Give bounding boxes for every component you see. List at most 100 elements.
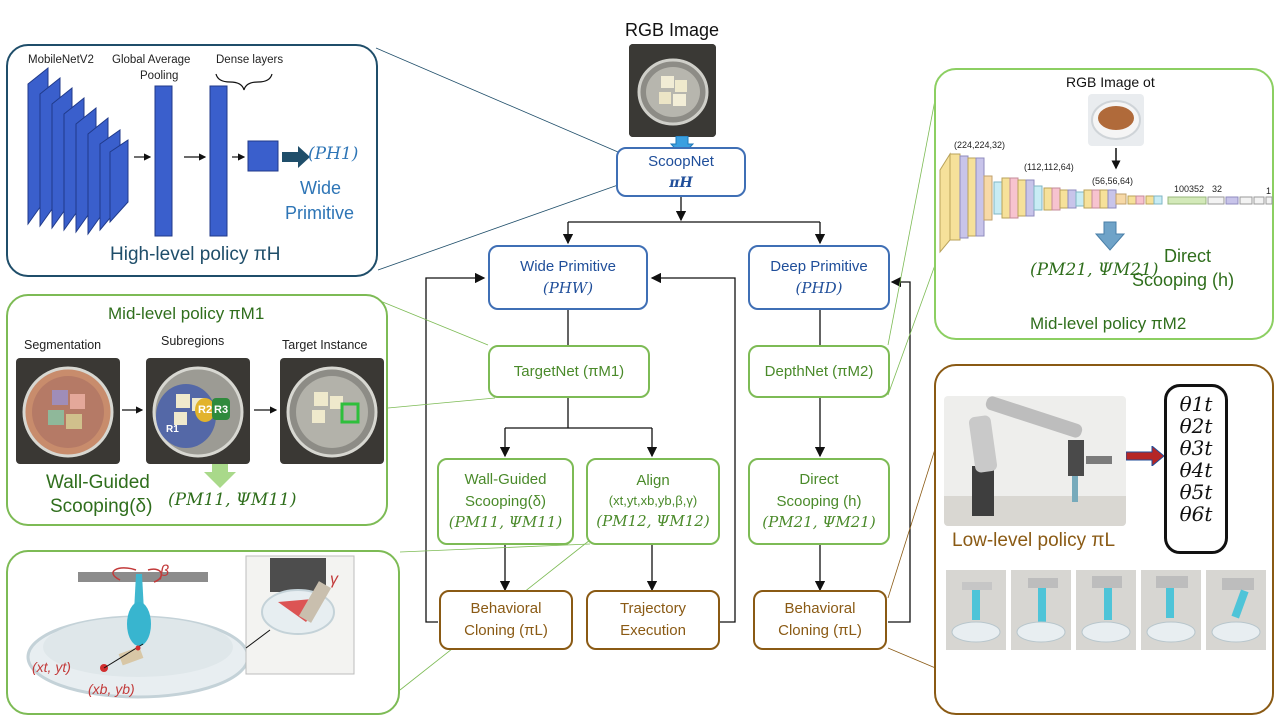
dim-3: (56,56,64) [1092,176,1134,186]
m2-output-symbol: (PM21, ΨM21) [1030,260,1159,280]
high-level-architecture [27,66,310,237]
theta-5: θ5t [1179,480,1213,504]
behavioral-cloning-node-1: Behavioral Cloning (πL) [439,590,573,650]
bc1-line1: Behavioral [470,600,542,618]
high-output-symbol: (PH1) [308,144,359,164]
direct-scooping-line1: Direct [799,470,839,488]
r3-text: R3 [214,404,228,416]
traj-line1: Trajectory [619,600,687,618]
robot-arm-photo [944,396,1126,526]
theta-2: θ2t [1179,414,1213,438]
traj-line2: Execution [620,622,686,639]
rgb-ot-photo [1088,94,1144,146]
robot-sequence [946,570,1268,652]
theta-3: θ3t [1179,436,1213,460]
depthnet-label: DepthNet (πM2) [764,362,874,380]
align-output: (PM12, ΨM12) [596,511,710,530]
high-wide-label-1: Wide [300,178,342,198]
scoopnet-pi: πH [669,174,693,191]
m2-title: Mid-level policy πM2 [1030,314,1187,333]
sub-label: Subregions [161,334,225,348]
xt-label: (xt, yt) [32,659,71,675]
m2-direct-label-1: Direct [1164,246,1212,266]
depthnet-node: DepthNet (πM2) [748,345,890,398]
bc1-line2: Cloning (πL) [464,622,548,639]
dense-label: Dense layers [216,54,284,66]
high-level-policy-panel: MobileNetV2 Global Average Pooling Dense… [6,44,378,277]
wall-guided-output: (PM11, ΨM11) [448,513,563,532]
high-wide-label-2: Primitive [285,203,355,223]
mobilenet-label: MobileNetV2 [28,54,94,66]
direct-scooping-output: (PM21, ΨM21) [762,513,876,532]
align-scene: β (xt, yt) (xb, yb) γ [26,555,355,699]
align-illustration-panel: β (xt, yt) (xb, yb) γ [6,550,400,715]
rgb-image-title: RGB Image [624,20,720,40]
trajectory-execution-node: Trajectory Execution [586,590,720,650]
m1-wall-label-1: Wall-Guided [46,472,150,493]
segmentation-photo [16,358,120,464]
seq-frame-3 [1076,570,1136,650]
mid-level-m1-panel: Mid-level policy πM1 Segmentation Subreg… [6,294,388,526]
bc2-line2: Cloning (πL) [778,622,862,639]
gamma-label: γ [330,571,339,588]
behavioral-cloning-node-2: Behavioral Cloning (πL) [753,590,887,650]
deep-primitive-label: Deep Primitive [770,257,868,275]
xb-label: (xb, yb) [88,681,135,697]
dim-1: (224,224,32) [954,140,1006,150]
theta-1: θ1t [1179,392,1213,416]
r2-text: R2 [198,404,212,416]
scoopnet-label: ScoopNet [648,152,714,170]
m1-title: Mid-level policy πM1 [108,304,265,323]
high-level-title: High-level policy πH [110,244,281,265]
wide-primitive-node: Wide Primitive (PHW) [488,245,648,310]
scoopnet-node: ScoopNet πH [616,147,746,197]
dim-4: 100352 [1174,184,1205,194]
target-instance-photo [280,358,384,464]
dim-6: 1 [1266,186,1272,196]
dim-2: (112,112,64) [1024,162,1074,172]
target-instance-label: Target Instance [282,338,368,352]
seq-frame-1 [946,570,1006,650]
r1-text: R1 [166,424,179,435]
wall-guided-line1: Wall-Guided [464,470,547,488]
m1-output-symbol: (PM11, ΨM11) [168,490,297,510]
direct-scooping-line2: Scooping (h) [776,492,862,510]
cnn-architecture [939,148,1273,254]
rgb-image-photo [629,44,716,137]
m1-wall-label-2: Scooping(δ) [50,496,153,517]
deep-primitive-symbol: (PHD) [795,278,843,297]
gap-label-1: Global Average [112,54,191,66]
gap-label-2: Pooling [140,70,179,82]
theta-4: θ4t [1179,458,1213,482]
bc2-line1: Behavioral [784,600,856,618]
direct-scooping-node: Direct Scooping (h) (PM21, ΨM21) [748,458,890,545]
low-level-title: Low-level policy πL [952,530,1116,551]
align-params: (xt,yt,xb,yb,β,γ) [608,493,698,509]
targetnet-node: TargetNet (πM1) [488,345,650,398]
wide-primitive-label: Wide Primitive [520,257,616,275]
wall-guided-node: Wall-Guided Scooping(δ) (PM11, ΨM11) [437,458,574,545]
dim-5: 32 [1212,184,1223,194]
wall-guided-line2: Scooping(δ) [465,492,546,510]
mid-level-m2-panel: RGB Image ot (224,224,32) (112,112,64) (… [934,68,1274,340]
seq-frame-4 [1141,570,1201,650]
m2-direct-label-2: Scooping (h) [1132,270,1235,290]
seq-frame-5 [1206,570,1266,650]
theta-6: θ6t [1179,502,1213,526]
targetnet-label: TargetNet (πM1) [513,362,625,380]
rgb-ot-label: RGB Image ot [1066,74,1155,90]
beta-label: β [159,563,169,580]
subregions-photo: R1 R2 R3 [146,358,250,464]
wide-primitive-symbol: (PHW) [542,278,594,297]
align-label: Align [636,472,670,490]
seg-label: Segmentation [24,338,102,352]
seq-frame-2 [1011,570,1071,650]
m1-arrows [122,406,278,488]
deep-primitive-node: Deep Primitive (PHD) [748,245,890,310]
align-node: Align (xt,yt,xb,yb,β,γ) (PM12, ΨM12) [586,458,720,545]
low-arrow [1126,446,1165,466]
